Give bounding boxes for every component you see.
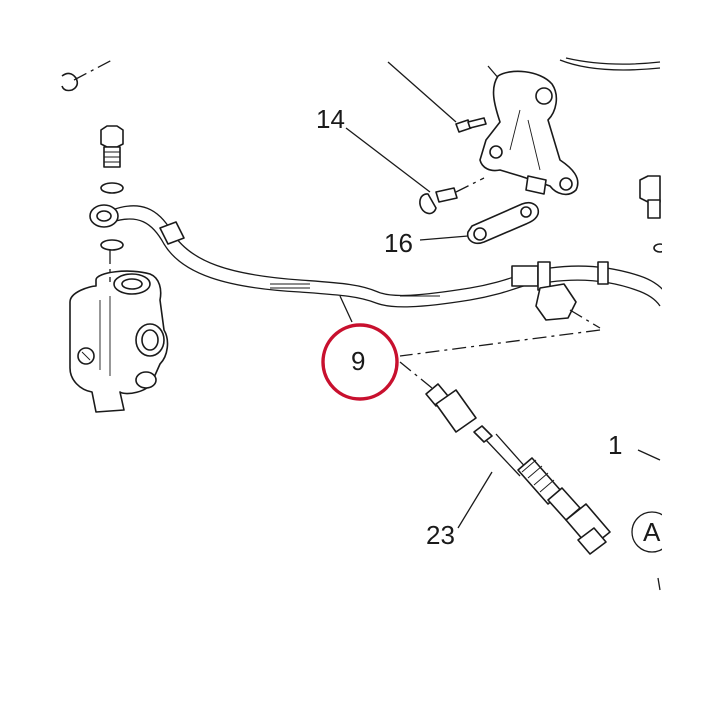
screw-14	[345, 127, 485, 215]
highlight-ring	[321, 323, 399, 401]
right-crop	[662, 0, 720, 720]
callout-a: A	[643, 517, 661, 547]
banjo-bolt	[100, 125, 124, 251]
mounting-bracket	[387, 61, 579, 196]
leader-9	[339, 295, 353, 323]
valve-body	[69, 250, 169, 413]
leader-1	[637, 449, 661, 461]
callout-9: 9	[351, 346, 365, 376]
callout-16: 16	[384, 228, 413, 258]
callout-23: 23	[426, 520, 455, 550]
callout-1: 1	[608, 430, 622, 460]
clip-ring	[61, 59, 113, 92]
callout-14: 14	[316, 104, 345, 134]
wheel-speed-sensor-23	[399, 361, 611, 555]
hose-right	[399, 261, 666, 357]
right-banjo-bolt	[639, 175, 667, 253]
small-screw	[455, 117, 487, 133]
upper-hose-fragment	[559, 57, 661, 71]
link-plate-16	[419, 201, 540, 245]
brake-pipe	[89, 204, 531, 308]
